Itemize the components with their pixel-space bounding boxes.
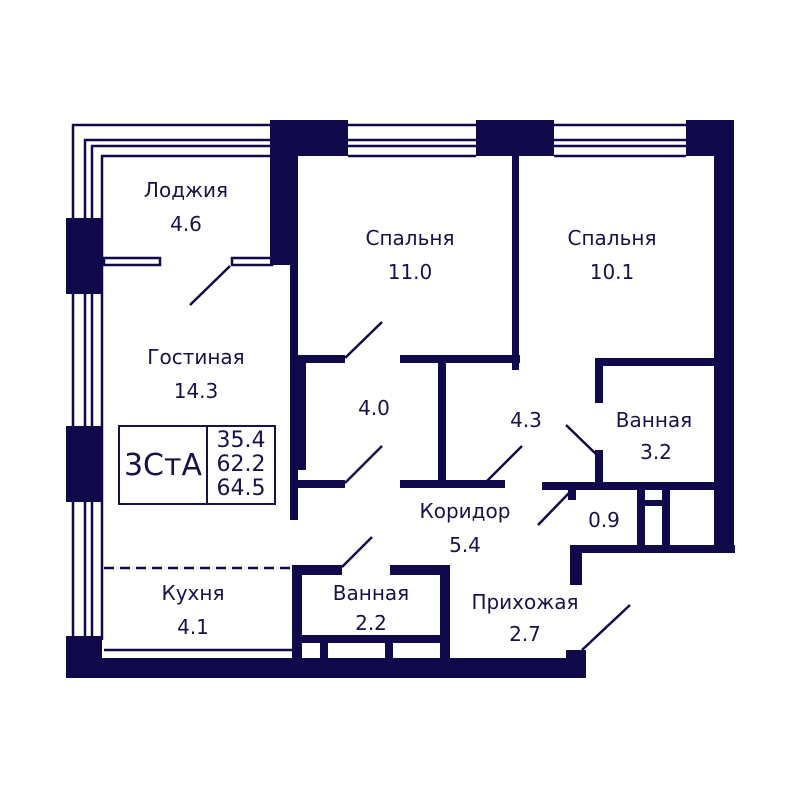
room-area-bathroom-2: 2.2 (355, 611, 387, 635)
living-area: 35.4 (216, 428, 266, 453)
apartment-areas: 35.4 62.2 64.5 (208, 427, 274, 503)
total-area-with-loggia: 64.5 (216, 476, 266, 501)
walls (66, 120, 735, 678)
room-area-kitchen: 4.1 (177, 615, 209, 639)
room-name-bathroom-1: Ванная (615, 408, 693, 432)
room-name-hallway: Прихожая (471, 590, 579, 614)
total-area: 62.2 (216, 452, 266, 477)
room-area-hallway: 2.7 (509, 622, 541, 646)
room-name-loggia: Лоджия (143, 178, 229, 202)
room-area-bathroom-1: 3.2 (640, 440, 672, 464)
room-name-bathroom-2: Ванная (332, 581, 410, 605)
room-area-storage: 0.9 (588, 508, 620, 532)
room-area-bedroom-1: 11.0 (387, 260, 433, 284)
room-name-living-room: Гостиная (147, 345, 245, 369)
room-area-loggia: 4.6 (170, 212, 202, 236)
room-area-bedroom-2: 10.1 (589, 260, 635, 284)
room-name-bedroom-1: Спальня (365, 226, 455, 250)
room-name-kitchen: Кухня (161, 581, 225, 605)
room-area-closet-2: 4.3 (510, 408, 542, 432)
room-area-corridor: 5.4 (449, 533, 481, 557)
room-area-living-room: 14.3 (173, 379, 219, 403)
room-name-corridor: Коридор (419, 499, 511, 523)
apartment-code: 3СтА (120, 427, 208, 503)
thin-lines (71, 123, 686, 652)
room-name-bedroom-2: Спальня (567, 226, 657, 250)
room-area-closet-1: 4.0 (358, 396, 390, 420)
apartment-info-box: 3СтА 35.4 62.2 64.5 (118, 425, 276, 505)
